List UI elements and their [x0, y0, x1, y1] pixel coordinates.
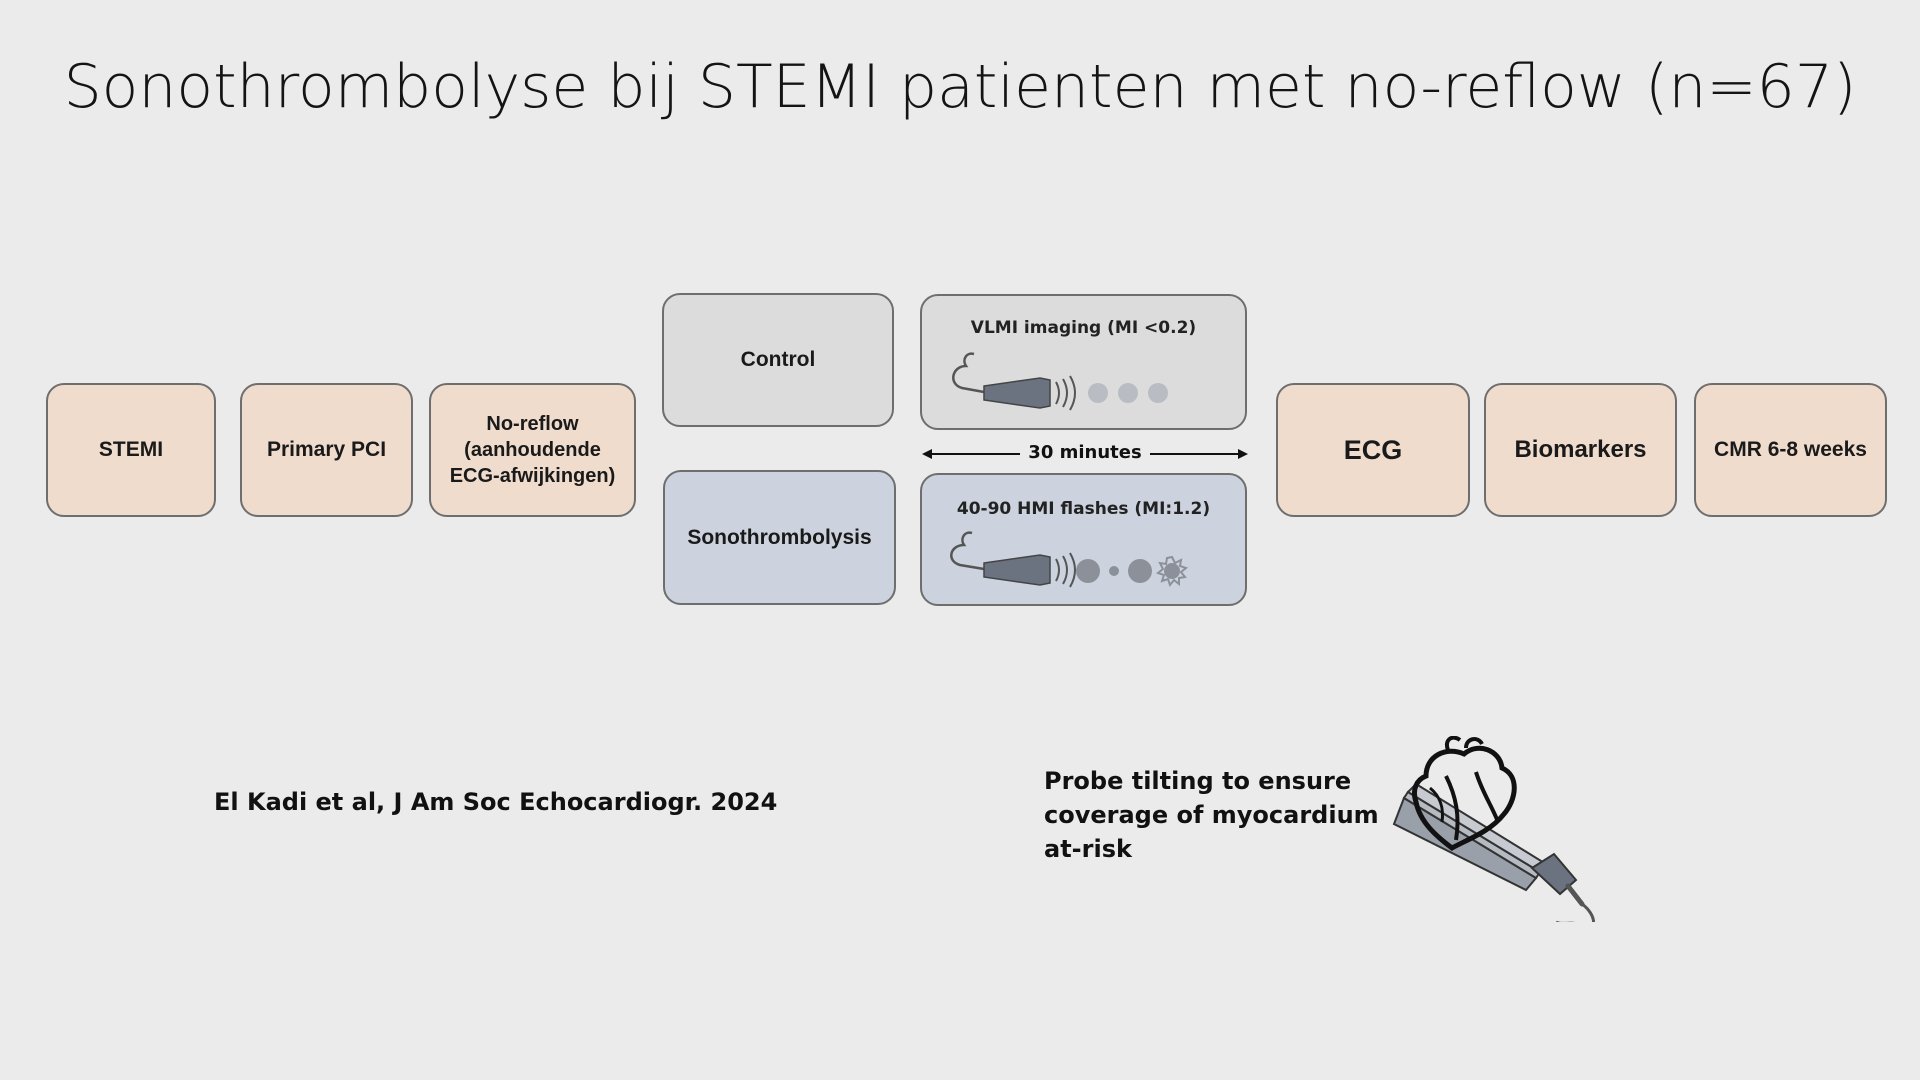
step-stemi-label: STEMI — [98, 438, 164, 461]
outcome-biomarkers-label: Biomarkers — [1514, 436, 1647, 463]
step-no-reflow: No-reflow (aanhoudende ECG-afwijkingen) — [429, 383, 636, 517]
step-stemi: STEMI — [46, 383, 216, 517]
ultrasound-probe-icon — [950, 531, 1189, 588]
outcome-cmr: CMR 6-8 weeks — [1694, 383, 1887, 517]
step-no-reflow-label: No-reflow (aanhoudende ECG-afwijkingen) — [449, 413, 616, 487]
outcome-ecg: ECG — [1276, 383, 1470, 517]
step-primary-pci: Primary PCI — [240, 383, 413, 517]
microbubble-icon — [1155, 555, 1189, 588]
arm-control-label: Control — [740, 348, 816, 371]
duration-arrow: 30 minutes — [920, 440, 1250, 470]
duration-label: 30 minutes — [1020, 442, 1150, 463]
vlmi-label: VLMI imaging (MI <0.2) — [970, 318, 1197, 338]
hmi-label: 40-90 HMI flashes (MI:1.2) — [956, 499, 1211, 519]
arm-control: Control — [662, 293, 894, 427]
citation: El Kadi et al, J Am Soc Echocardiogr. 20… — [214, 788, 778, 816]
heart-probe-icon — [1392, 736, 1595, 922]
probe-note: Probe tilting to ensure coverage of myoc… — [1044, 767, 1379, 863]
outcome-ecg-label: ECG — [1343, 434, 1403, 465]
slide-title: Sonothrombolyse bij STEMI patienten met … — [63, 52, 1857, 122]
hmi-panel: 40-90 HMI flashes (MI:1.2) — [920, 473, 1247, 606]
outcome-cmr-label: CMR 6-8 weeks — [1714, 438, 1867, 461]
arm-sonothrombolysis: Sonothrombolysis — [663, 470, 896, 605]
vlmi-panel: VLMI imaging (MI <0.2) — [920, 294, 1247, 430]
ultrasound-probe-icon — [952, 352, 1168, 411]
outcome-biomarkers: Biomarkers — [1484, 383, 1677, 517]
arm-sonothrombolysis-label: Sonothrombolysis — [687, 525, 872, 549]
step-primary-pci-label: Primary PCI — [266, 438, 387, 461]
